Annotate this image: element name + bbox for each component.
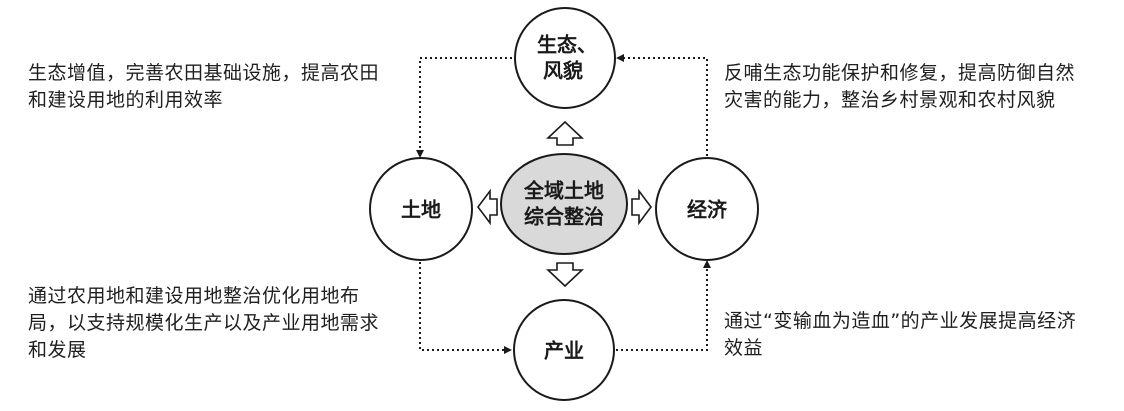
center-node <box>500 153 628 255</box>
hollow-arrow-down <box>545 262 585 288</box>
description-bottom-right: 通过“变输血为造血”的产业发展提高经济效益 <box>724 310 1077 359</box>
connector-economy-to-ecology <box>616 54 708 156</box>
hollow-arrow-right <box>631 188 652 226</box>
industry-label: 产业 <box>544 339 584 363</box>
ecology-label-line2: 风貌 <box>543 59 583 83</box>
center-label-line2: 综合整治 <box>524 205 604 229</box>
description-bottom-left: 通过农用地和建设用地整治优化用地布局，以支持规模化生产以及产业用地需求和发展 <box>28 285 380 361</box>
description-top-right: 反哺生态功能保护和修复，提高防御自然灾害的能力，整治乡村景观和农村风貌 <box>724 62 1076 111</box>
economy-label: 经济 <box>687 198 728 222</box>
ecology-node <box>514 7 616 109</box>
connector-ecology-to-land <box>416 57 512 158</box>
economy-node <box>655 157 759 261</box>
industry-node <box>513 299 615 401</box>
land-node <box>369 157 473 261</box>
hollow-arrow-up <box>545 120 585 146</box>
connector-industry-to-economy <box>616 260 711 351</box>
hollow-arrow-left <box>477 188 498 226</box>
ecology-label-line1: 生态、 <box>537 33 597 57</box>
center-label-line1: 全域土地 <box>523 179 604 203</box>
land-label: 土地 <box>401 198 441 222</box>
connector-land-to-industry <box>419 262 512 354</box>
description-top-left: 生态增值，完善农田基础设施，提高农田和建设用地的利用效率 <box>28 62 380 111</box>
